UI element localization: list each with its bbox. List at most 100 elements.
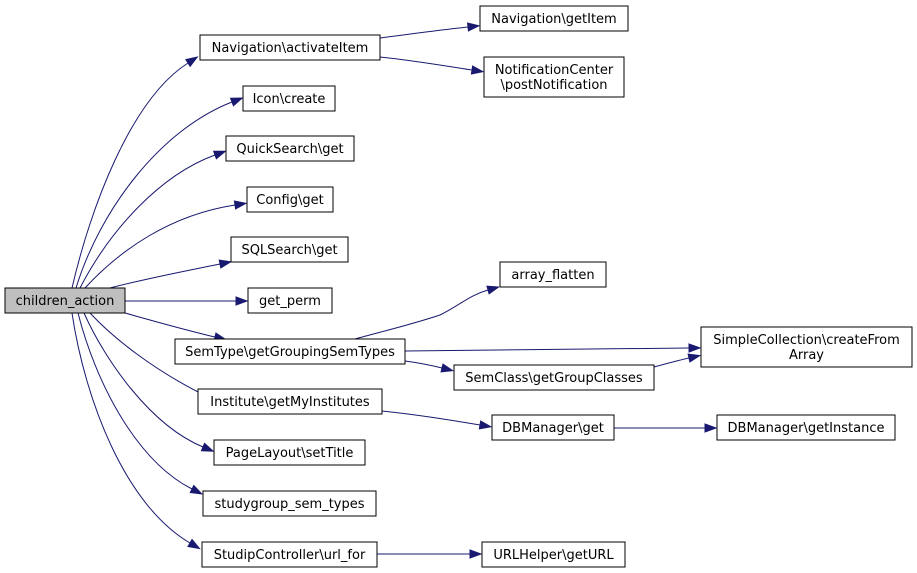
- node-label-simplecoll-line-1: SimpleCollection\createFrom: [713, 333, 900, 348]
- node-box-dbinstance: [716, 414, 896, 441]
- node-pagelayout[interactable]: PageLayout\setTitle: [213, 439, 366, 466]
- node-box-children_action: [4, 287, 126, 314]
- edge-institute-to-dbget: [381, 410, 481, 426]
- arrowhead-institute-to-dbget: [478, 420, 493, 430]
- node-label-institute: Institute\getMyInstitutes: [210, 395, 370, 410]
- node-box-dbget: [491, 414, 615, 441]
- node-children_action[interactable]: children_action: [4, 287, 126, 314]
- node-urlfor[interactable]: StudipController\url_for: [201, 541, 378, 568]
- node-label-activate: Navigation\activateItem: [212, 41, 369, 56]
- node-semtype[interactable]: SemType\getGroupingSemTypes: [174, 338, 406, 365]
- arrowhead-semtype-to-semclass: [440, 363, 455, 373]
- edge-children_action-to-institute: [89, 312, 201, 394]
- node-box-studygroup: [202, 490, 377, 517]
- node-activate[interactable]: Navigation\activateItem: [199, 34, 381, 61]
- arrowhead-semtype-to-arrayflatten: [486, 285, 501, 295]
- node-semclass[interactable]: SemClass\getGroupClasses: [453, 364, 655, 391]
- arrowhead-children_action-to-studygroup: [189, 484, 204, 495]
- arrowhead-children_action-to-sqlsearch: [218, 259, 233, 269]
- arrowhead-urlfor-to-geturl: [469, 549, 483, 559]
- node-dbinstance[interactable]: DBManager\getInstance: [716, 414, 896, 441]
- edge-children_action-to-configget: [84, 204, 236, 289]
- node-configget[interactable]: Config\get: [246, 186, 334, 213]
- call-nodes: children_action Navigation\activateItem Na…: [4, 5, 913, 568]
- edge-children_action-to-pagelayout: [83, 312, 204, 448]
- arrowhead-semclass-to-simplecoll: [687, 353, 702, 363]
- arrowhead-activate-to-getitem: [467, 22, 481, 32]
- edge-semtype-to-arrayflatten: [354, 289, 489, 340]
- node-label-pagelayout: PageLayout\setTitle: [226, 446, 354, 461]
- node-studygroup[interactable]: studygroup_sem_types: [202, 490, 377, 517]
- arrowhead-children_action-to-activate: [185, 56, 199, 68]
- node-getperm[interactable]: get_perm: [247, 287, 333, 314]
- edge-children_action-to-semtype: [124, 312, 216, 338]
- node-box-simplecoll: [700, 326, 913, 368]
- node-arrayflatten[interactable]: array_flatten: [499, 261, 607, 288]
- node-box-arrayflatten: [499, 261, 607, 288]
- node-box-getperm: [247, 287, 333, 314]
- node-label-postnotif-line-2: \postNotification: [500, 78, 607, 93]
- node-institute[interactable]: Institute\getMyInstitutes: [197, 388, 383, 415]
- node-sqlsearch[interactable]: SQLSearch\get: [230, 236, 349, 263]
- edge-activate-to-getitem: [379, 26, 469, 39]
- node-label-semtype: SemType\getGroupingSemTypes: [185, 345, 395, 360]
- node-label-getperm: get_perm: [259, 294, 321, 309]
- node-label-geturl: URLHelper\getURL: [493, 548, 614, 563]
- node-box-activate: [199, 34, 381, 61]
- node-label-arrayflatten: array_flatten: [511, 268, 594, 283]
- node-label-studygroup: studygroup_sem_types: [214, 497, 364, 512]
- node-label-simplecoll-line-2: Array: [789, 348, 824, 363]
- node-label-dbget: DBManager\get: [502, 421, 604, 436]
- node-quicksearch[interactable]: QuickSearch\get: [225, 135, 355, 162]
- arrowhead-semtype-to-simplecoll: [688, 343, 702, 353]
- node-dbget[interactable]: DBManager\get: [491, 414, 615, 441]
- node-box-semclass: [453, 364, 655, 391]
- node-label-semclass: SemClass\getGroupClasses: [465, 371, 643, 386]
- node-iconcreate[interactable]: Icon\create: [242, 85, 336, 112]
- arrowhead-children_action-to-iconcreate: [229, 97, 244, 107]
- node-label-getitem: Navigation\getItem: [491, 12, 616, 27]
- edge-children_action-to-quicksearch: [79, 154, 216, 289]
- edge-semtype-to-semclass: [404, 360, 443, 369]
- node-box-getitem: [479, 5, 629, 32]
- arrowhead-children_action-to-configget: [233, 200, 248, 210]
- edge-children_action-to-studygroup: [77, 312, 193, 490]
- edge-activate-to-postnotif: [379, 56, 473, 71]
- node-box-configget: [246, 186, 334, 213]
- node-label-urlfor: StudipController\url_for: [214, 548, 366, 563]
- edge-children_action-to-activate: [71, 62, 189, 289]
- node-postnotif[interactable]: NotificationCenter\postNotification: [483, 56, 625, 98]
- edge-children_action-to-iconcreate: [75, 101, 233, 289]
- node-label-sqlsearch: SQLSearch\get: [241, 243, 337, 258]
- node-box-iconcreate: [242, 85, 336, 112]
- node-label-quicksearch: QuickSearch\get: [236, 142, 343, 157]
- node-box-semtype: [174, 338, 406, 365]
- node-box-postnotif: [483, 56, 625, 98]
- node-box-quicksearch: [225, 135, 355, 162]
- node-geturl[interactable]: URLHelper\getURL: [481, 541, 626, 568]
- edge-semclass-to-simplecoll: [653, 357, 690, 368]
- node-box-pagelayout: [213, 439, 366, 466]
- edge-semtype-to-simplecoll: [404, 347, 690, 352]
- node-box-urlfor: [201, 541, 378, 568]
- arrowhead-children_action-to-pagelayout: [200, 442, 215, 452]
- node-label-children_action: children_action: [16, 294, 115, 309]
- edge-children_action-to-urlfor: [71, 312, 191, 544]
- edge-children_action-to-sqlsearch: [109, 263, 221, 289]
- node-getitem[interactable]: Navigation\getItem: [479, 5, 629, 32]
- node-label-postnotif-line-1: NotificationCenter: [495, 63, 614, 78]
- node-label-dbinstance: DBManager\getInstance: [728, 421, 885, 436]
- call-edges: [71, 22, 718, 559]
- arrowhead-children_action-to-quicksearch: [212, 150, 227, 160]
- arrowhead-activate-to-postnotif: [470, 65, 485, 75]
- arrowhead-children_action-to-getperm: [235, 296, 249, 306]
- node-label-iconcreate: Icon\create: [253, 92, 326, 107]
- arrowhead-children_action-to-urlfor: [187, 538, 201, 550]
- arrowhead-dbget-to-dbinstance: [704, 423, 718, 433]
- node-label-configget: Config\get: [256, 193, 323, 208]
- node-box-geturl: [481, 541, 626, 568]
- node-box-sqlsearch: [230, 236, 349, 263]
- node-box-institute: [197, 388, 383, 415]
